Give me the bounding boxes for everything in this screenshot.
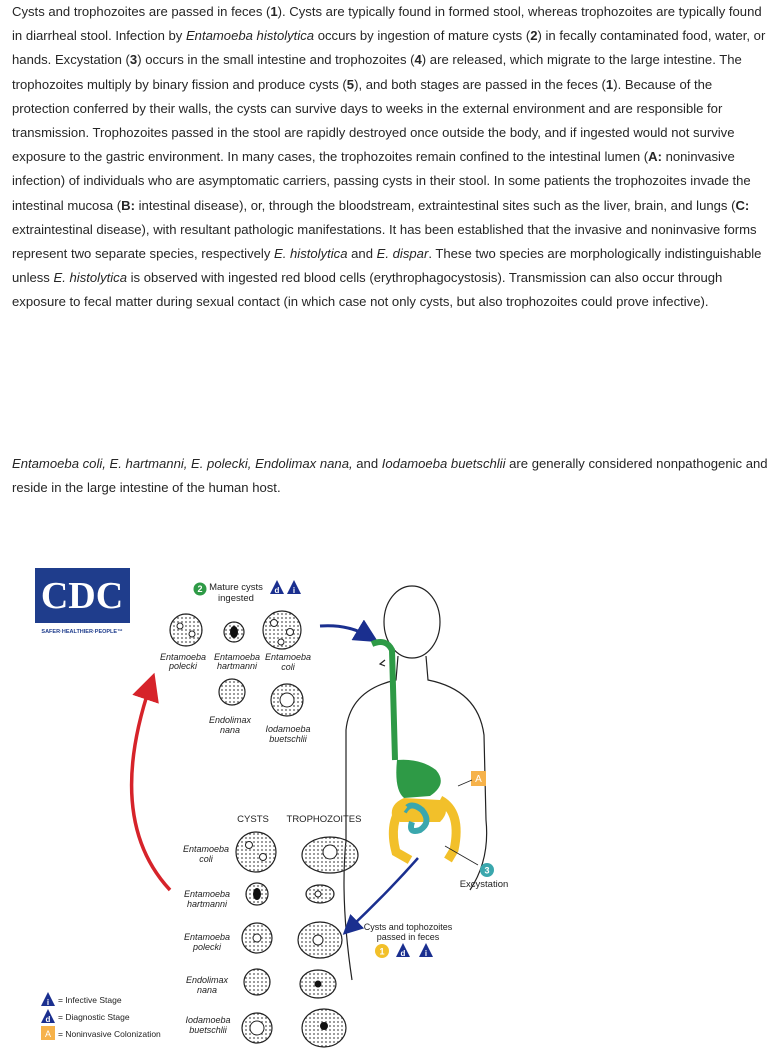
legend-diagnostic: d = Diagnostic Stage bbox=[41, 1009, 130, 1024]
svg-text:d: d bbox=[401, 949, 406, 958]
digestive-tract bbox=[370, 639, 461, 864]
svg-text:Entamoeba: Entamoeba bbox=[214, 652, 260, 662]
svg-text:hartmanni: hartmanni bbox=[217, 661, 258, 671]
step-2-label: 2 Mature cysts ingested d i bbox=[193, 580, 301, 604]
svg-text:= Noninvasive Colonization: = Noninvasive Colonization bbox=[58, 1029, 161, 1039]
life-cycle-diagram: CDC SAFER·HEALTHIER·PEOPLE™ 2 Mature cys… bbox=[35, 568, 509, 1048]
ingested-cysts-cluster bbox=[169, 610, 304, 717]
top-cyst-label-1: Entamoeba polecki bbox=[160, 652, 206, 671]
svg-text:buetschlii: buetschlii bbox=[189, 1025, 228, 1035]
svg-text:d: d bbox=[275, 586, 280, 595]
svg-text:i: i bbox=[425, 949, 427, 958]
svg-text:CDC: CDC bbox=[41, 575, 123, 617]
step-3-label: 3 Excystation bbox=[460, 863, 509, 890]
species-row-1: Entamoeba coli bbox=[183, 831, 359, 874]
svg-text:Endolimax: Endolimax bbox=[209, 715, 252, 725]
top-cyst-label-2: Entamoeba hartmanni bbox=[214, 652, 260, 671]
trophozoites-column-header: TROPHOZOITES bbox=[287, 814, 362, 825]
svg-text:1: 1 bbox=[379, 947, 384, 957]
lifecycle-paragraph: Cysts and trophozoites are passed in fec… bbox=[12, 4, 766, 310]
svg-text:nana: nana bbox=[220, 725, 240, 735]
svg-text:Entamoeba: Entamoeba bbox=[160, 652, 206, 662]
svg-text:Entamoeba: Entamoeba bbox=[184, 932, 230, 942]
svg-text:nana: nana bbox=[197, 985, 217, 995]
svg-text:A: A bbox=[45, 1029, 51, 1039]
svg-text:Endolimax: Endolimax bbox=[186, 975, 229, 985]
svg-text:Entamoeba: Entamoeba bbox=[184, 889, 230, 899]
svg-text:passed in feces: passed in feces bbox=[377, 932, 440, 942]
svg-text:Iodamoeba: Iodamoeba bbox=[265, 724, 310, 734]
diagnostic-stage-icon: d bbox=[396, 943, 410, 958]
svg-text:3: 3 bbox=[484, 866, 489, 876]
svg-text:i: i bbox=[47, 998, 49, 1007]
svg-text:d: d bbox=[46, 1015, 51, 1024]
svg-text:coli: coli bbox=[199, 854, 214, 864]
cycle-arrow bbox=[129, 672, 172, 892]
legend: i = Infective Stage d = Diagnostic Stage… bbox=[41, 992, 161, 1040]
infective-stage-icon: i bbox=[419, 943, 433, 958]
excretion-arrow bbox=[342, 857, 419, 935]
infective-stage-icon: i bbox=[287, 580, 301, 595]
step-1-label: Cysts and tophozoites passed in feces 1 … bbox=[364, 922, 453, 958]
svg-text:Entamoeba: Entamoeba bbox=[265, 652, 311, 662]
svg-text:= Diagnostic Stage: = Diagnostic Stage bbox=[58, 1012, 130, 1022]
svg-text:Excystation: Excystation bbox=[460, 879, 509, 890]
top-cyst-label-3: Entamoeba coli bbox=[265, 652, 311, 672]
svg-text:i: i bbox=[293, 586, 295, 595]
species-row-5: Iodamoeba buetschlii bbox=[185, 1008, 347, 1048]
svg-text:Iodamoeba: Iodamoeba bbox=[185, 1015, 230, 1025]
diagnostic-stage-icon: d bbox=[270, 580, 284, 595]
ingestion-arrow bbox=[319, 619, 379, 643]
cdc-logo: CDC SAFER·HEALTHIER·PEOPLE™ bbox=[35, 568, 130, 635]
svg-text:buetschlii: buetschlii bbox=[269, 734, 308, 744]
top-cyst-label-5: Iodamoeba buetschlii bbox=[265, 724, 310, 744]
svg-text:hartmanni: hartmanni bbox=[187, 899, 228, 909]
svg-text:Entamoeba: Entamoeba bbox=[183, 844, 229, 854]
legend-infective: i = Infective Stage bbox=[41, 992, 122, 1007]
svg-text:2: 2 bbox=[197, 584, 202, 594]
nonpathogenic-paragraph: Entamoeba coli, E. hartmanni, E. polecki… bbox=[12, 456, 768, 496]
svg-text:= Infective Stage: = Infective Stage bbox=[58, 995, 122, 1005]
svg-text:polecki: polecki bbox=[192, 942, 222, 952]
cysts-column-header: CYSTS bbox=[237, 814, 269, 825]
svg-text:polecki: polecki bbox=[168, 661, 198, 671]
top-cyst-label-4: Endolimax nana bbox=[209, 715, 252, 735]
svg-text:coli: coli bbox=[281, 662, 296, 672]
species-row-3: Entamoeba polecki bbox=[184, 921, 343, 959]
svg-text:Cysts and tophozoites: Cysts and tophozoites bbox=[364, 922, 453, 932]
species-row-4: Endolimax nana bbox=[186, 968, 337, 999]
svg-text:ingested: ingested bbox=[218, 593, 254, 604]
svg-text:A: A bbox=[475, 774, 482, 785]
noninvasive-marker: A bbox=[471, 771, 486, 786]
svg-text:Mature cysts: Mature cysts bbox=[209, 582, 263, 593]
svg-text:SAFER·HEALTHIER·PEOPLE™: SAFER·HEALTHIER·PEOPLE™ bbox=[41, 629, 122, 635]
legend-noninvasive: A = Noninvasive Colonization bbox=[41, 1026, 161, 1040]
species-row-2: Entamoeba hartmanni bbox=[184, 882, 335, 909]
